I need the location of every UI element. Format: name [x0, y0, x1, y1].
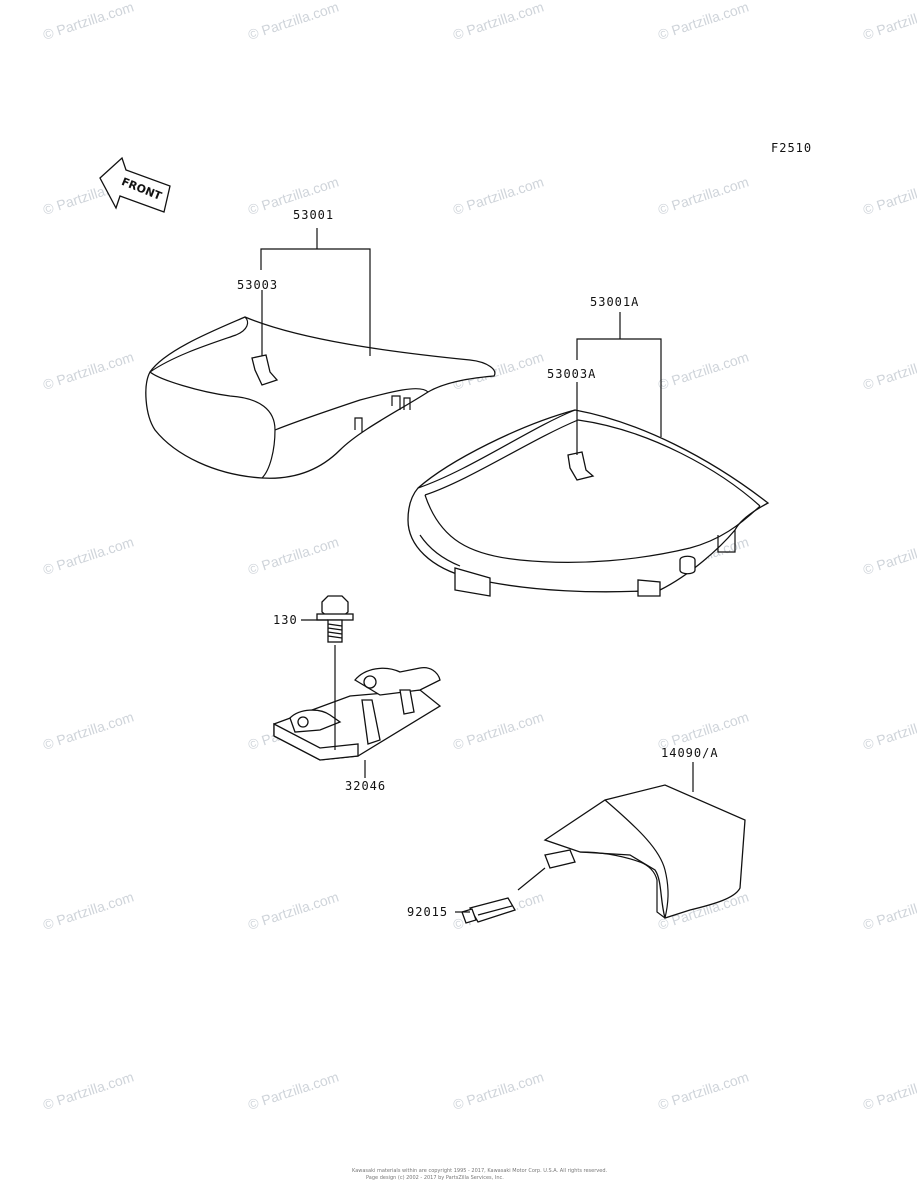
watermark-text: © Partzilla.com: [451, 1068, 546, 1112]
seat-lock-bracket: [273, 666, 442, 761]
watermark-text: © Partzilla.com: [41, 0, 136, 43]
front-arrow-icon: FRONT: [99, 156, 171, 213]
watermark-text: © Partzilla.com: [41, 888, 136, 932]
watermark-text: © Partzilla.com: [246, 533, 341, 577]
watermark-text: © Partzilla.com: [861, 0, 917, 43]
part-label-92015: 92015: [407, 905, 448, 919]
connector-92015: [461, 897, 516, 924]
watermark-text: © Partzilla.com: [41, 708, 136, 752]
watermark-text: © Partzilla.com: [451, 708, 546, 752]
seat-cover-14090: [543, 784, 746, 919]
part-label-53003a: 53003A: [547, 367, 596, 381]
passenger-seat: [407, 409, 770, 597]
watermark-text: © Partzilla.com: [861, 1068, 917, 1112]
watermark-text: © Partzilla.com: [861, 173, 917, 217]
watermark-text: © Partzilla.com: [656, 0, 751, 43]
watermark-text: © Partzilla.com: [861, 888, 917, 932]
watermark-text: © Partzilla.com: [246, 1068, 341, 1112]
part-label-32046: 32046: [345, 779, 386, 793]
watermark-text: © Partzilla.com: [246, 888, 341, 932]
watermark-text: © Partzilla.com: [41, 1068, 136, 1112]
part-label-53003: 53003: [237, 278, 278, 292]
watermark-text: © Partzilla.com: [861, 533, 917, 577]
watermark-text: © Partzilla.com: [41, 348, 136, 392]
watermark-text: © Partzilla.com: [41, 533, 136, 577]
leader-lines: [260, 228, 694, 913]
copyright-line-2: Page design (c) 2002 - 2017 by PartsZill…: [366, 1175, 504, 1181]
part-label-14090a: 14090/A: [661, 746, 719, 760]
part-label-53001: 53001: [293, 208, 334, 222]
rider-seat: [145, 316, 496, 479]
watermark-text: © Partzilla.com: [656, 1068, 751, 1112]
watermark-text: © Partzilla.com: [246, 0, 341, 43]
watermark-text: © Partzilla.com: [656, 173, 751, 217]
part-label-53001a: 53001A: [590, 295, 639, 309]
part-labels: 53001 53003 53001A 53003A 130 32046 1409…: [237, 208, 719, 919]
watermark-text: © Partzilla.com: [451, 0, 546, 43]
copyright-line-1: Kawasaki materials within are copyright …: [352, 1168, 608, 1174]
watermark-text: © Partzilla.com: [451, 173, 546, 217]
figure-code: F2510: [771, 141, 812, 155]
part-label-130: 130: [273, 613, 298, 627]
watermark-text: © Partzilla.com: [861, 708, 917, 752]
watermark-text: © Partzilla.com: [861, 348, 917, 392]
watermark-text: © Partzilla.com: [656, 348, 751, 392]
bolt-130: [316, 595, 354, 643]
